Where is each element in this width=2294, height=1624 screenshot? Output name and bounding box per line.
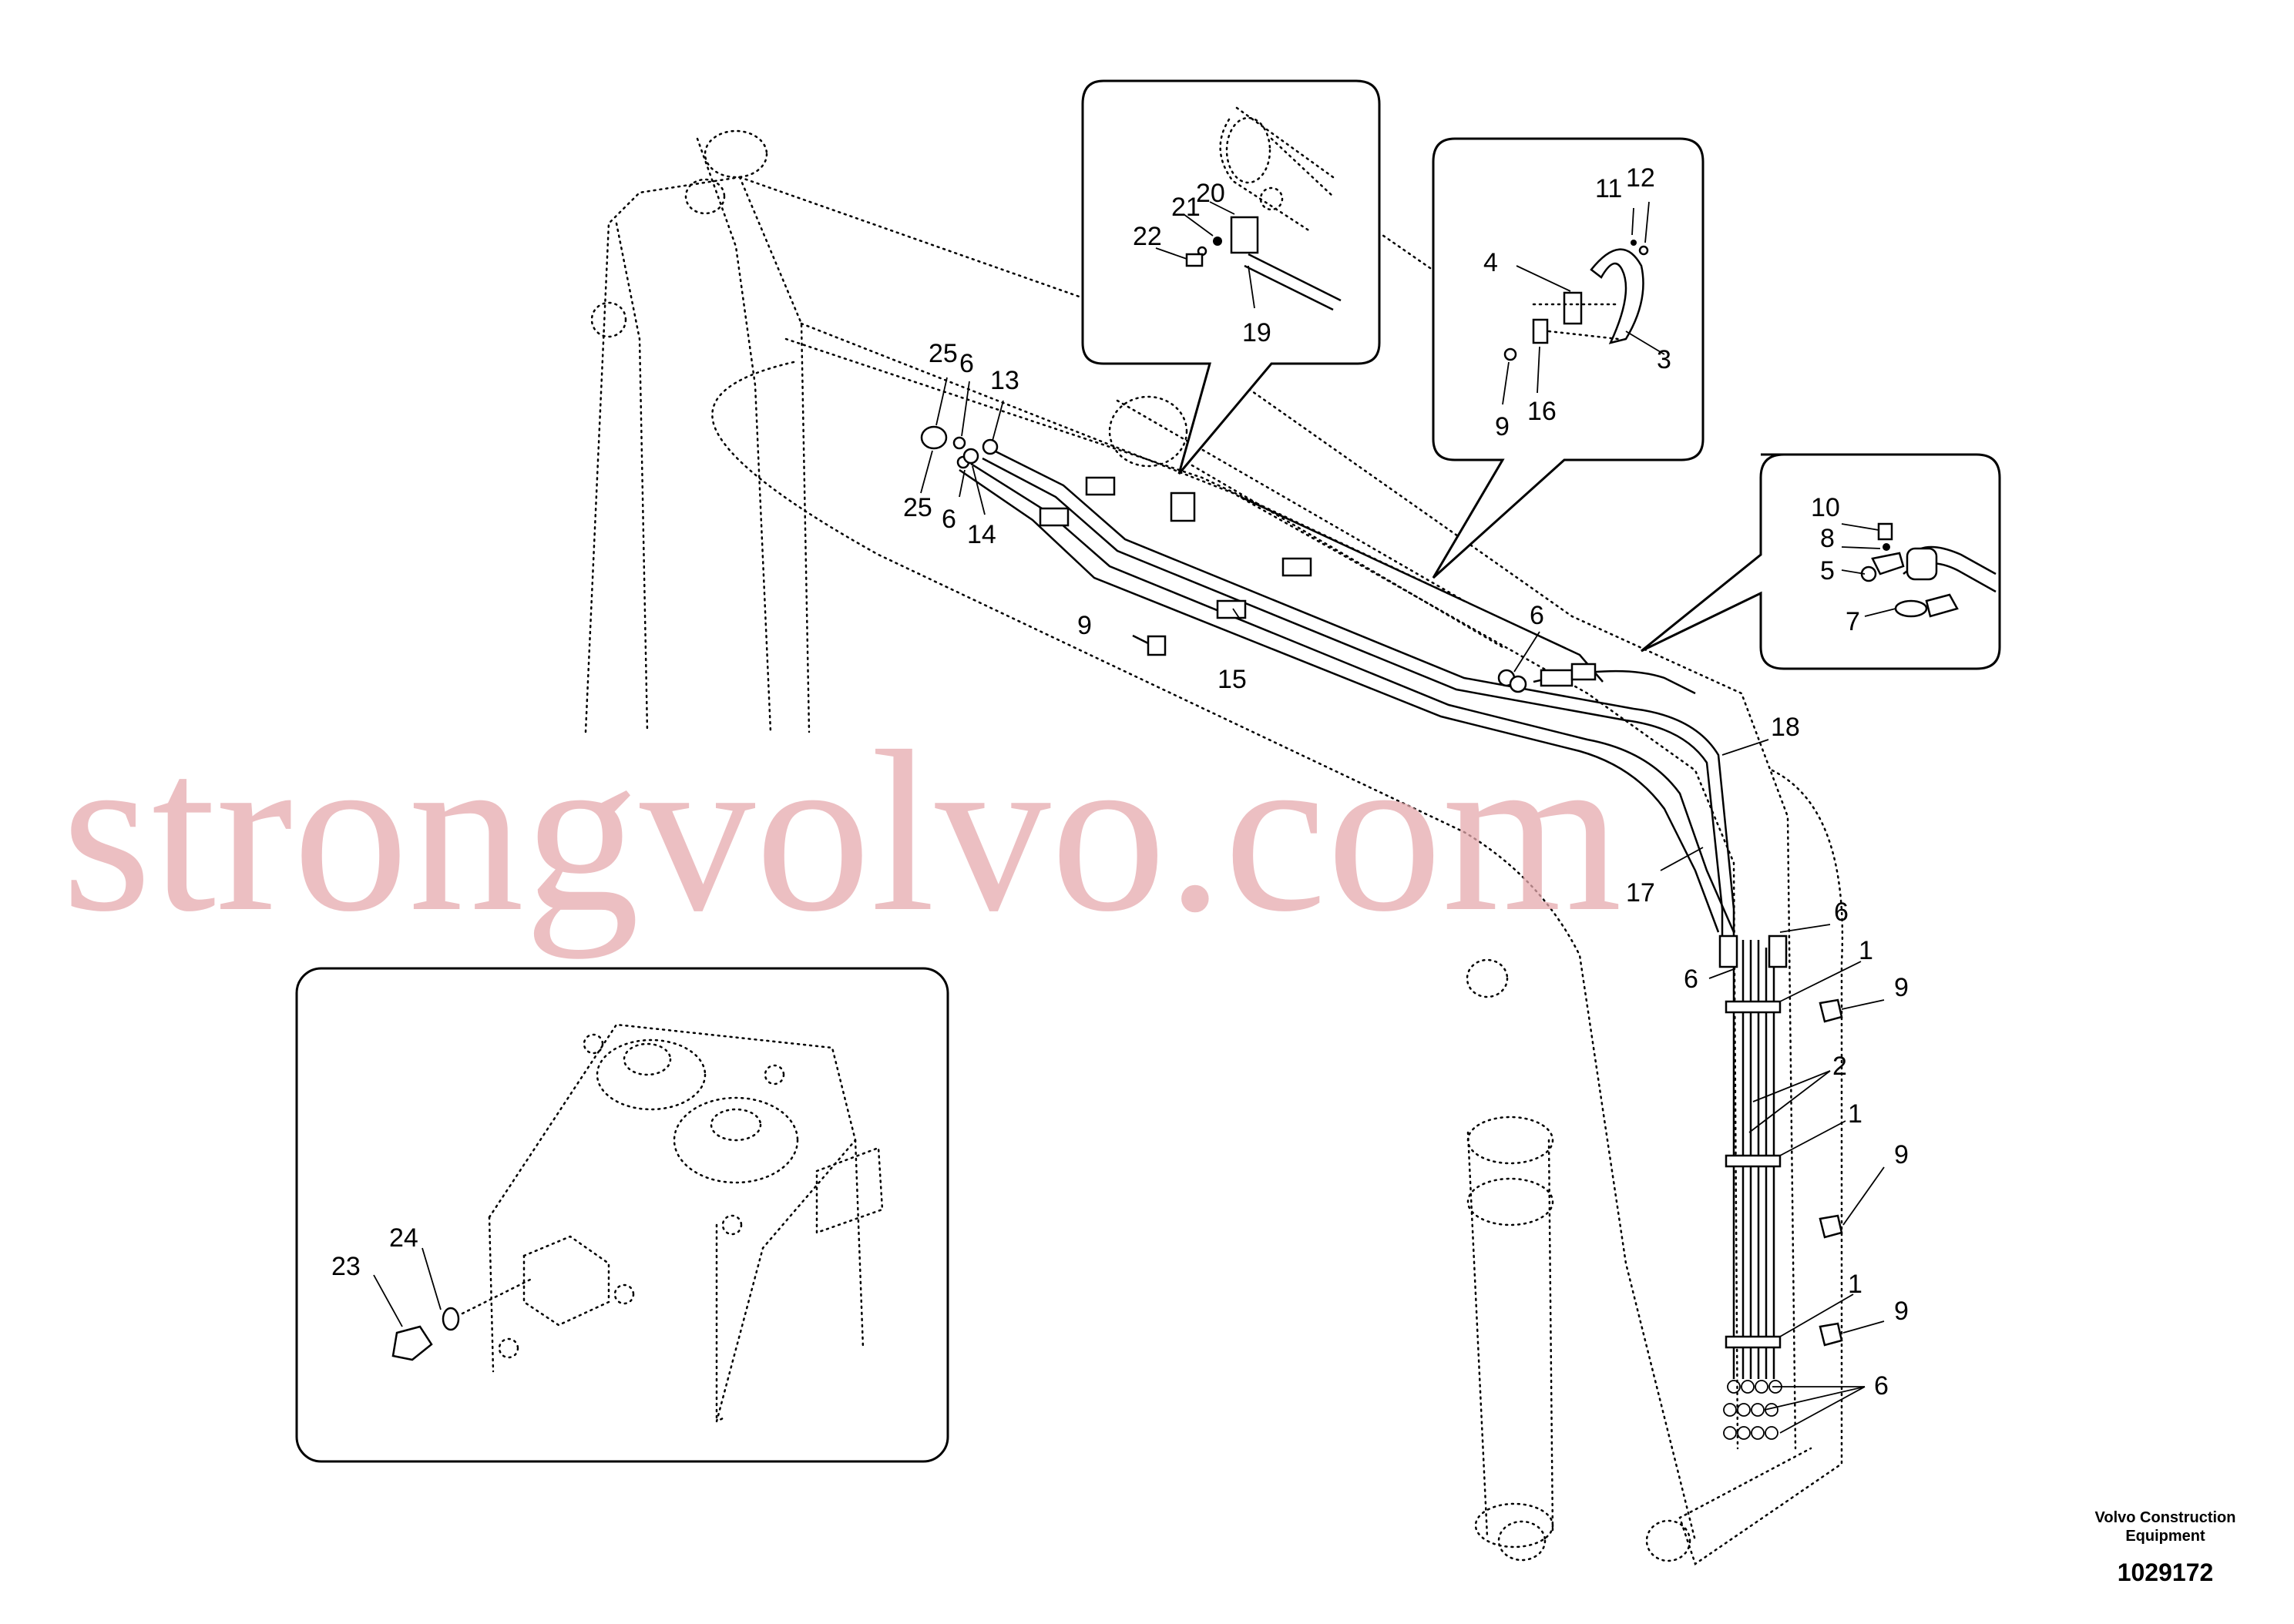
callout-9-left: 9 bbox=[1077, 611, 1092, 640]
callout-18: 18 bbox=[1771, 713, 1800, 742]
callout-24: 24 bbox=[389, 1223, 418, 1253]
manufacturer-name: Volvo Construction bbox=[2095, 1509, 2236, 1526]
callout-labels: 25 6 13 25 6 14 9 15 20 21 22 19 11 12 4… bbox=[331, 163, 1909, 1401]
callout-10: 10 bbox=[1811, 493, 1840, 522]
inset-bracket bbox=[1432, 137, 1705, 579]
callout-14: 14 bbox=[967, 520, 996, 549]
boom-outline bbox=[584, 106, 1844, 1565]
callout-6-bottom: 6 bbox=[942, 505, 956, 534]
callout-6-mid: 6 bbox=[1530, 601, 1544, 630]
drawing-number: 1029172 bbox=[2118, 1559, 2214, 1586]
callout-8: 8 bbox=[1820, 524, 1835, 553]
inset-fitting bbox=[1641, 453, 2001, 670]
callout-21: 21 bbox=[1171, 193, 1201, 222]
watermark-text: strongvolvo.com bbox=[62, 703, 1622, 960]
callout-4: 4 bbox=[1483, 248, 1498, 277]
callout-13: 13 bbox=[990, 366, 1019, 395]
callout-7: 7 bbox=[1846, 607, 1860, 636]
callout-12: 12 bbox=[1626, 163, 1655, 193]
callout-6-right: 6 bbox=[1834, 898, 1849, 927]
hydraulic-pipes bbox=[920, 425, 1788, 1440]
callout-25-top: 25 bbox=[929, 339, 958, 368]
callout-15: 15 bbox=[1218, 665, 1247, 694]
callout-9-mid: 9 bbox=[1894, 1140, 1909, 1169]
callout-11: 11 bbox=[1595, 174, 1622, 203]
callout-9-top: 9 bbox=[1894, 973, 1909, 1002]
callout-25-bottom: 25 bbox=[903, 493, 932, 522]
arm-bolts bbox=[1819, 998, 1843, 1347]
callout-1-mid: 1 bbox=[1848, 1099, 1862, 1129]
callout-17: 17 bbox=[1626, 878, 1655, 908]
callout-6-bottom-cluster: 6 bbox=[1874, 1371, 1889, 1401]
callout-1-bottom: 1 bbox=[1848, 1270, 1862, 1299]
callout-3: 3 bbox=[1657, 345, 1671, 374]
callout-6-left: 6 bbox=[1684, 965, 1698, 994]
callout-5: 5 bbox=[1820, 556, 1835, 586]
inset-valve-block bbox=[295, 967, 949, 1463]
callout-6-top: 6 bbox=[959, 349, 974, 378]
leader-lines bbox=[920, 377, 1885, 1434]
inset-clamp-top bbox=[1081, 79, 1381, 475]
callout-1-top: 1 bbox=[1859, 936, 1873, 965]
callout-16: 16 bbox=[1527, 397, 1557, 426]
manufacturer-subtitle: Equipment bbox=[2125, 1528, 2205, 1545]
callout-9-inset: 9 bbox=[1495, 412, 1510, 441]
callout-9-bottom: 9 bbox=[1894, 1297, 1909, 1326]
callout-23: 23 bbox=[331, 1252, 361, 1281]
callout-20: 20 bbox=[1196, 179, 1225, 208]
callout-2: 2 bbox=[1832, 1052, 1847, 1081]
callout-22: 22 bbox=[1133, 222, 1162, 251]
callout-19: 19 bbox=[1242, 318, 1271, 347]
